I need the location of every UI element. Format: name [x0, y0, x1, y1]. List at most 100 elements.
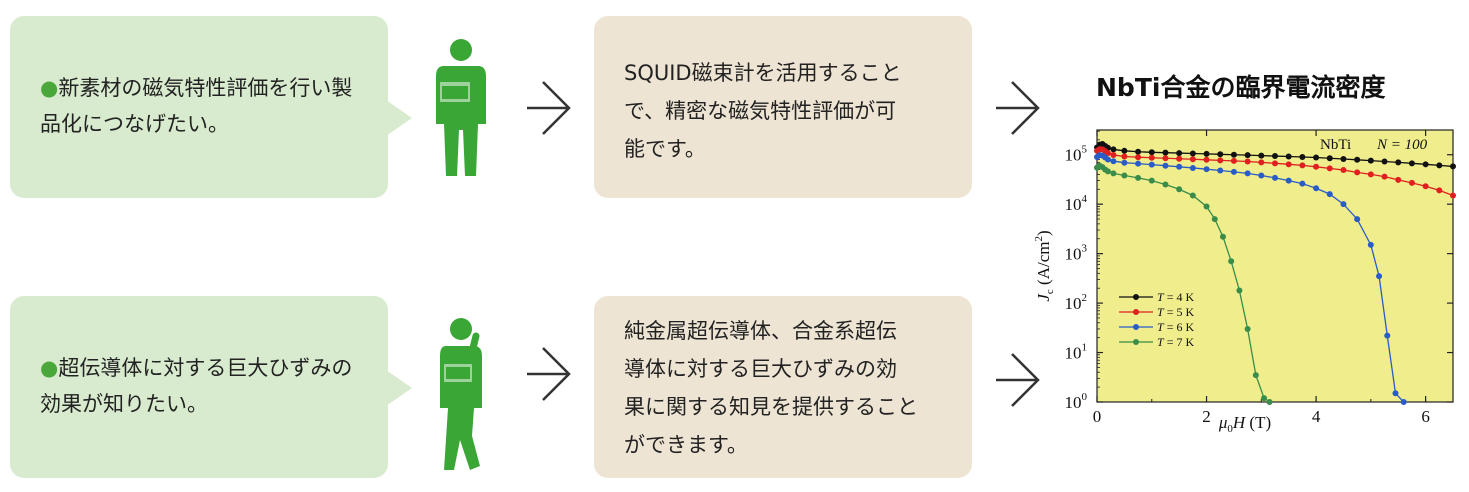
data-point: [1162, 162, 1169, 169]
data-point: [1211, 216, 1218, 223]
y-label-sup: 2: [1033, 236, 1045, 242]
series-2: [1094, 146, 1456, 199]
x-tick-label: 0: [1093, 407, 1102, 426]
x-tick-label: 2: [1202, 407, 1211, 426]
data-point: [1450, 192, 1456, 199]
data-point: [1299, 153, 1306, 160]
data-point: [1230, 157, 1237, 164]
data-point: [1400, 399, 1407, 405]
data-point: [1228, 258, 1235, 265]
data-point: [1299, 180, 1306, 187]
need-text-2: 超伝導体に対する巨大ひずみの効果が知りたい。: [40, 356, 353, 416]
data-point: [1266, 399, 1273, 405]
need-bubble-1: ●新素材の磁気特性評価を行い製品化につなげたい。: [10, 16, 412, 198]
y-tick-label: 101: [1065, 342, 1088, 363]
data-point: [1354, 156, 1361, 163]
bullet-dot-icon: ●: [40, 356, 59, 380]
data-point: [1313, 163, 1320, 170]
data-point: [1340, 201, 1347, 208]
legend: T = 4 KT = 5 KT = 6 KT = 7 K: [1119, 290, 1194, 349]
data-point: [1110, 158, 1117, 165]
data-point: [1408, 160, 1415, 167]
solution-line: ができます。: [624, 433, 748, 457]
solution-line: 果に関する知見を提供すること: [624, 395, 918, 419]
data-point: [1148, 154, 1155, 161]
legend-label: T = 7 K: [1157, 335, 1194, 349]
series-3: [1094, 152, 1407, 405]
data-point: [1217, 157, 1224, 164]
data-point: [1148, 161, 1155, 168]
data-point: [1110, 151, 1117, 158]
bubble-tail: [386, 370, 412, 406]
y-axis-label: Jc (A/cm2): [1033, 230, 1056, 301]
data-point: [1189, 156, 1196, 163]
data-point: [1367, 171, 1374, 178]
data-point: [1422, 161, 1429, 168]
data-point: [1217, 151, 1224, 158]
data-point: [1258, 159, 1265, 166]
data-point: [1436, 162, 1443, 169]
data-point: [1203, 156, 1210, 163]
data-point: [1176, 163, 1183, 170]
data-point: [1189, 164, 1196, 171]
legend-marker: [1133, 324, 1139, 330]
data-point: [1219, 233, 1226, 240]
need-text-1: 新素材の磁気特性評価を行い製品化につなげたい。: [40, 76, 353, 136]
data-point: [1436, 187, 1443, 194]
solution-line: 能です。: [624, 137, 706, 161]
data-point: [1135, 160, 1142, 167]
data-point: [1203, 150, 1210, 157]
data-point: [1236, 287, 1243, 294]
x-tick-label: 6: [1421, 407, 1430, 426]
arrow-right-icon: [996, 81, 1040, 135]
data-point: [1162, 155, 1169, 162]
data-point: [1176, 155, 1183, 162]
y-label-unit: (A/cm: [1034, 242, 1053, 290]
y-label-close: ): [1034, 230, 1053, 236]
y-label-j: J: [1034, 293, 1053, 302]
x-label-sub: 0: [1227, 423, 1233, 435]
y-tick-label: 102: [1065, 292, 1088, 313]
data-point: [1121, 147, 1128, 154]
series-4: [1094, 162, 1273, 405]
data-point: [1395, 159, 1402, 166]
data-point: [1354, 216, 1361, 223]
series-layer: [1094, 140, 1456, 405]
data-point: [1285, 177, 1292, 184]
arrow-right-icon: [996, 353, 1040, 407]
data-point: [1272, 174, 1278, 181]
data-point: [1261, 395, 1268, 402]
data-point: [1367, 241, 1374, 248]
data-point: [1313, 154, 1320, 161]
data-point: [1189, 192, 1196, 199]
data-point: [1135, 154, 1142, 161]
data-point: [1104, 156, 1111, 163]
legend-label: T = 5 K: [1157, 305, 1194, 319]
legend-entry: T = 7 K: [1119, 335, 1194, 349]
x-label-mu: μ: [1218, 413, 1228, 432]
data-point: [1313, 185, 1320, 192]
data-point: [1367, 157, 1374, 164]
data-point: [1104, 150, 1111, 157]
arrow-right-icon: [527, 81, 571, 135]
data-point: [1148, 149, 1155, 156]
data-point: [1258, 152, 1265, 159]
annotation-material: NbTi: [1320, 137, 1351, 153]
data-point: [1148, 177, 1155, 184]
data-point: [1135, 174, 1142, 181]
data-point: [1272, 160, 1278, 167]
y-tick-label: 105: [1065, 144, 1088, 165]
data-point: [1326, 155, 1333, 162]
data-point: [1408, 179, 1415, 186]
data-point: [1162, 149, 1169, 156]
data-point: [1299, 162, 1306, 169]
data-point: [1354, 169, 1361, 176]
series-1: [1094, 140, 1456, 170]
data-point: [1326, 165, 1333, 172]
bubble-tail: [386, 100, 412, 136]
y-tick-label: 103: [1065, 243, 1088, 264]
person-thinking-icon: [440, 318, 482, 470]
